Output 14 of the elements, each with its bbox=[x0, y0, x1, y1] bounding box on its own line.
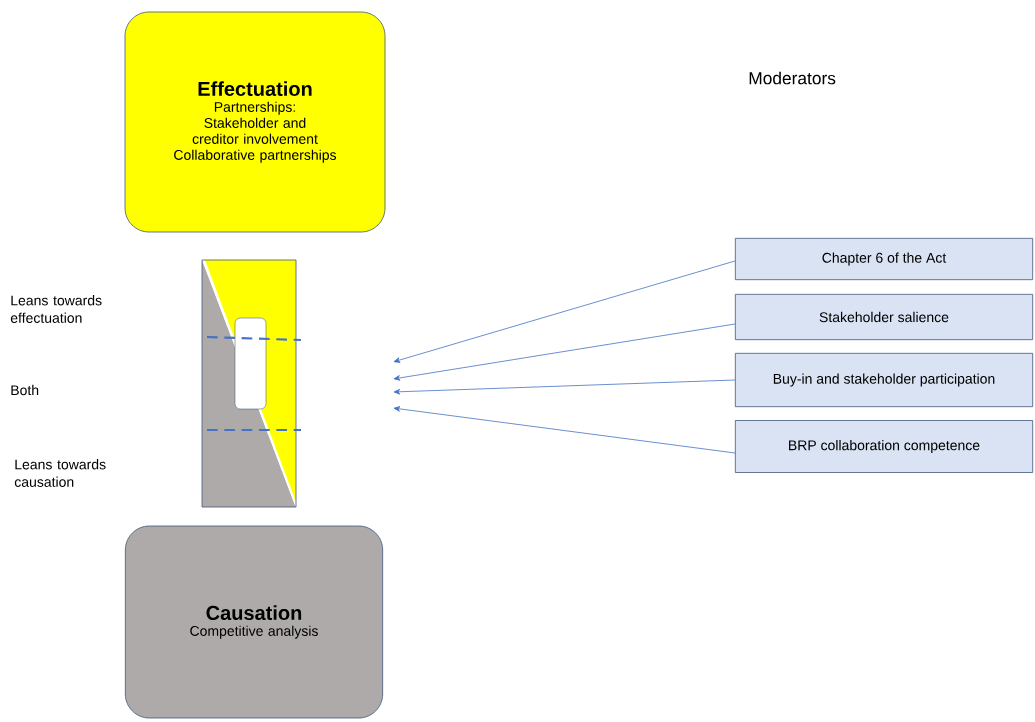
moderator-box: BRP collaboration competence bbox=[734, 420, 1034, 473]
moderator-box: Buy-in and stakeholder participation bbox=[734, 352, 1034, 408]
label: Leans towards causation bbox=[14, 459, 106, 487]
label: Leans towards effectuation bbox=[10, 295, 102, 323]
label: Both bbox=[11, 384, 39, 396]
moderator-box: Chapter 6 of the Act bbox=[734, 237, 1034, 281]
moderator-box: Stakeholder salience bbox=[734, 293, 1034, 341]
rounded-box: Causation Competitive analysis bbox=[124, 525, 384, 719]
arrow bbox=[393, 260, 736, 363]
arrow bbox=[393, 406, 736, 454]
arrow bbox=[393, 379, 736, 395]
rounded-box: Effectuation Partnerships: Stakeholder and creditor involvement Collaborative partnerships bbox=[124, 11, 386, 233]
label: Moderators bbox=[749, 71, 836, 85]
arrow bbox=[393, 323, 736, 381]
